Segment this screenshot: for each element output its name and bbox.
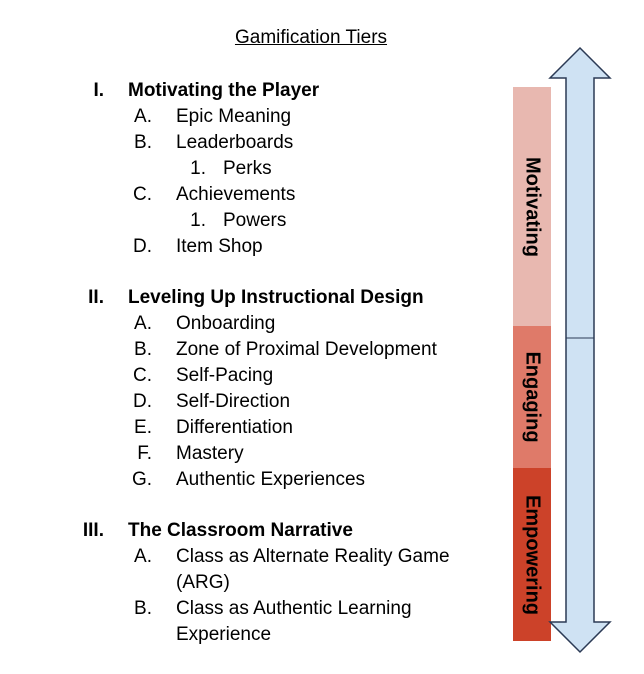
- tier-label: Engaging: [521, 351, 544, 443]
- subitem-text: Powers: [223, 210, 287, 231]
- item-text: Zone of Proximal Development: [176, 339, 437, 360]
- section-heading: The Classroom Narrative: [128, 520, 353, 541]
- item-text: Self-Pacing: [176, 365, 274, 386]
- tier-band-engaging: Engaging: [513, 326, 551, 468]
- item-text: Differentiation: [176, 417, 293, 438]
- tier-label: Empowering: [521, 494, 544, 615]
- item-marker: F.: [137, 443, 152, 464]
- item-marker: A.: [134, 546, 152, 567]
- double-arrow-icon: [548, 46, 612, 654]
- section-numeral: III.: [82, 520, 104, 541]
- tier-band-motivating: Motivating: [513, 87, 551, 326]
- item-marker: E.: [134, 417, 152, 438]
- tier-band-empowering: Empowering: [513, 468, 551, 641]
- item-text: Self-Direction: [176, 391, 291, 412]
- item-text: Experience: [176, 624, 272, 645]
- item-marker: D.: [133, 236, 152, 257]
- item-marker: G.: [131, 469, 152, 490]
- subitem-marker: 1.: [190, 158, 206, 179]
- item-marker: C.: [133, 184, 152, 205]
- tier-label: Motivating: [521, 156, 544, 257]
- item-marker: B.: [134, 132, 152, 153]
- item-text: Achievements: [176, 184, 296, 205]
- page-title: Gamification Tiers: [234, 27, 388, 48]
- item-text: Leaderboards: [176, 132, 294, 153]
- item-text: (ARG): [176, 572, 230, 593]
- section-numeral: II.: [88, 287, 104, 308]
- item-text: Authentic Experiences: [176, 469, 366, 490]
- subitem-marker: 1.: [190, 210, 206, 231]
- section-heading: Motivating the Player: [128, 80, 320, 101]
- section-heading: Leveling Up Instructional Design: [128, 287, 424, 308]
- item-text: Item Shop: [176, 236, 263, 257]
- item-text: Class as Alternate Reality Game: [176, 546, 450, 567]
- item-text: Class as Authentic Learning: [176, 598, 412, 619]
- item-text: Mastery: [176, 443, 244, 464]
- item-marker: C.: [133, 365, 152, 386]
- item-marker: A.: [134, 313, 152, 334]
- double-arrow-shape: [548, 46, 612, 654]
- item-marker: A.: [134, 106, 152, 127]
- item-marker: B.: [134, 339, 152, 360]
- item-marker: B.: [134, 598, 152, 619]
- item-marker: D.: [133, 391, 152, 412]
- item-text: Epic Meaning: [176, 106, 292, 127]
- subitem-text: Perks: [223, 158, 272, 179]
- section-numeral: I.: [93, 80, 104, 101]
- item-text: Onboarding: [176, 313, 276, 334]
